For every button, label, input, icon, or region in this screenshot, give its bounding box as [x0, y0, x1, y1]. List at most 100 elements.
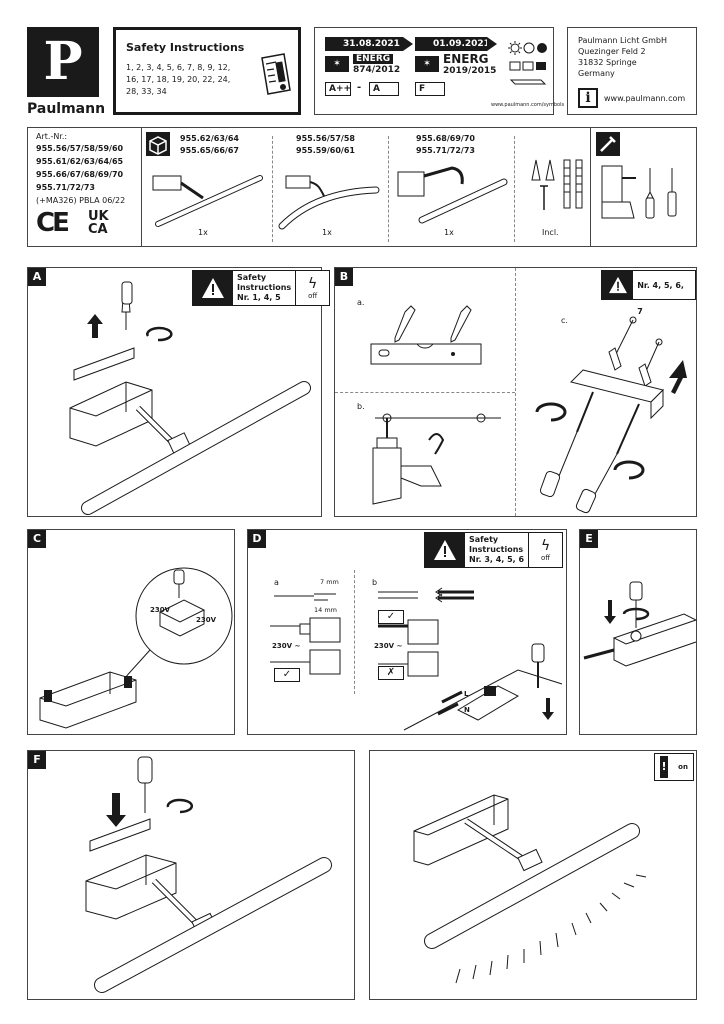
article-row: Art.-Nr.: 955.56/57/58/59/60 955.61/62/6… [27, 127, 697, 247]
variant-2-line1: 955.56/57/58 [296, 134, 355, 143]
tools-icon [596, 132, 620, 156]
energy-class-app: A++ [325, 82, 351, 96]
warn-b-nr: Nr. 4, 5, 6, 7 [637, 281, 684, 316]
step-f-panel: F [27, 750, 355, 1000]
warn-d-nr: Nr. 3, 4, 5, 6 [469, 555, 525, 564]
off-label: off [308, 292, 318, 300]
eu-flag-right: ✶ [415, 56, 439, 72]
step-g-illustration [413, 794, 647, 984]
variant-3-line1: 955.68/69/70 [416, 134, 475, 143]
variant-2-line2: 955.59/60/61 [296, 146, 355, 155]
energy-class-sep: - [357, 82, 362, 93]
lightning-icon: ϟ [540, 538, 551, 554]
company-city: 31832 Springe [578, 58, 637, 67]
company-website: www.paulmann.com [604, 94, 686, 103]
energy-label-left: ENERG [353, 54, 394, 64]
step-a-warning: Safety Instructions Nr. 1, 4, 5 ϟ off [192, 270, 331, 306]
step-b-sub-b: b. [357, 402, 365, 411]
step-c-driver-illustration [39, 567, 233, 729]
article-number-2: 955.61/62/63/64/65 [36, 157, 124, 166]
step-a-letter: A [28, 268, 46, 286]
lamp-variant-1 [152, 175, 263, 227]
ukca-line1: UK [88, 209, 109, 224]
article-number-3: 955.66/67/68/69/70 [36, 170, 124, 179]
ukca-mark: UK CA [88, 210, 109, 236]
step-b-mount [535, 316, 687, 514]
company-street: Quezinger Feld 2 [578, 47, 646, 56]
paulmann-logo: P Paulmann [27, 27, 106, 119]
step-f-letter: F [28, 751, 46, 769]
sun-bulb-icons [508, 41, 547, 85]
step-a-illustration [69, 281, 311, 515]
warning-icon [434, 540, 456, 560]
step-d-check-ok-b: ✓ [378, 610, 404, 624]
step-c-voltage-1: 230V [150, 606, 171, 614]
warning-icon [608, 276, 627, 294]
step-d-14mm: 14 mm [314, 606, 338, 614]
step-c-letter: C [28, 530, 46, 548]
warning-icon [202, 278, 224, 298]
step-d-label-l: L [464, 690, 469, 698]
variant-3-qty: 1x [444, 228, 454, 237]
step-g-panel: ! on [369, 750, 697, 1000]
on-label: on [678, 763, 688, 771]
step-b-sub-a: a. [357, 298, 365, 307]
step-d-letter: D [248, 530, 266, 548]
warn-a-title2: Instructions [237, 283, 292, 292]
step-b-sub-c: c. [561, 316, 568, 325]
article-label: Art.-Nr.: [36, 132, 68, 141]
company-name: Paulmann Licht GmbH [578, 36, 667, 45]
logo-mark: P [27, 27, 99, 97]
company-box: Paulmann Licht GmbH Quezinger Feld 2 318… [567, 27, 697, 115]
variant-1-line1: 955.62/63/64 [180, 134, 239, 143]
step-e-illustration [583, 581, 698, 667]
step-d-sub-a: a [274, 578, 279, 587]
step-c-panel: C 230V 230V [27, 529, 235, 735]
step-d-label-n: N [464, 706, 470, 714]
document-warning-icon [261, 53, 291, 95]
warn-d-title1: Safety [469, 535, 499, 544]
variant-3-line2: 955.71/72/73 [416, 146, 475, 155]
step-e-letter: E [580, 530, 598, 548]
energy-label-box: 31.08.2021 01.09.2021 ✶ ENERG 874/2012 ✶… [314, 27, 564, 115]
step-c-voltage-2: 230V [196, 616, 217, 624]
lamp-variant-2 [278, 175, 380, 230]
step-d-warning: Safety Instructions Nr. 3, 4, 5, 6 ϟ off [424, 532, 564, 568]
ce-mark: CE [36, 208, 70, 238]
off-label: off [541, 554, 551, 562]
energy-reg-right: 2019/2015 [443, 66, 497, 76]
variant-2-qty: 1x [322, 228, 332, 237]
energy-class-a: A [369, 82, 399, 96]
logo-wordmark: Paulmann [27, 101, 106, 117]
ukca-line2: CA [88, 222, 108, 237]
energy-reg-left: 874/2012 [353, 65, 401, 75]
step-d-voltage-a: 230V ~ [272, 642, 301, 650]
step-d-terminal-connection [403, 643, 563, 731]
step-d-7mm: 7 mm [320, 578, 339, 586]
energy-label-right: ENERG [443, 52, 489, 66]
warn-a-nr: Nr. 1, 4, 5 [237, 293, 281, 302]
drill-and-screwdrivers-icon [601, 165, 677, 219]
energy-date-left: 31.08.2021 [325, 37, 413, 51]
step-b-panel: B Nr. 4, 5, 6, 7 a. b. c. [334, 267, 697, 517]
step-d-panel: D Safety Instructions Nr. 3, 4, 5, 6 ϟ o… [247, 529, 567, 735]
safety-title: Safety Instructions [126, 41, 245, 54]
included-label: Incl. [542, 228, 559, 237]
screws-and-dowels-icon [531, 159, 583, 210]
step-d-strip-wire [270, 593, 341, 675]
energy-date-right: 01.09.2021 [415, 37, 497, 51]
step-b-warning: Nr. 4, 5, 6, 7 [601, 270, 696, 316]
variant-1-qty: 1x [198, 228, 208, 237]
energy-class-f: F [415, 82, 445, 96]
warn-a-title1: Safety [237, 273, 267, 282]
safety-languages: 1, 2, 3, 4, 5, 6, 7, 8, 9, 12, 16, 17, 1… [126, 63, 231, 96]
power-on-badge: ! on [654, 753, 694, 781]
step-a-panel: A Safety Instructions Nr. 1, 4, 5 ϟ off [27, 267, 331, 517]
info-icon: i [578, 88, 598, 108]
eu-flag-left: ✶ [325, 56, 349, 72]
step-b-drill [372, 413, 501, 505]
safety-instructions-box: Safety Instructions 1, 2, 3, 4, 5, 6, 7,… [113, 27, 301, 115]
step-d-check-ok-a: ✓ [274, 668, 300, 682]
article-note: (+MA326) PBLA 06/22 [36, 196, 126, 205]
lamp-variant-3 [397, 166, 508, 224]
